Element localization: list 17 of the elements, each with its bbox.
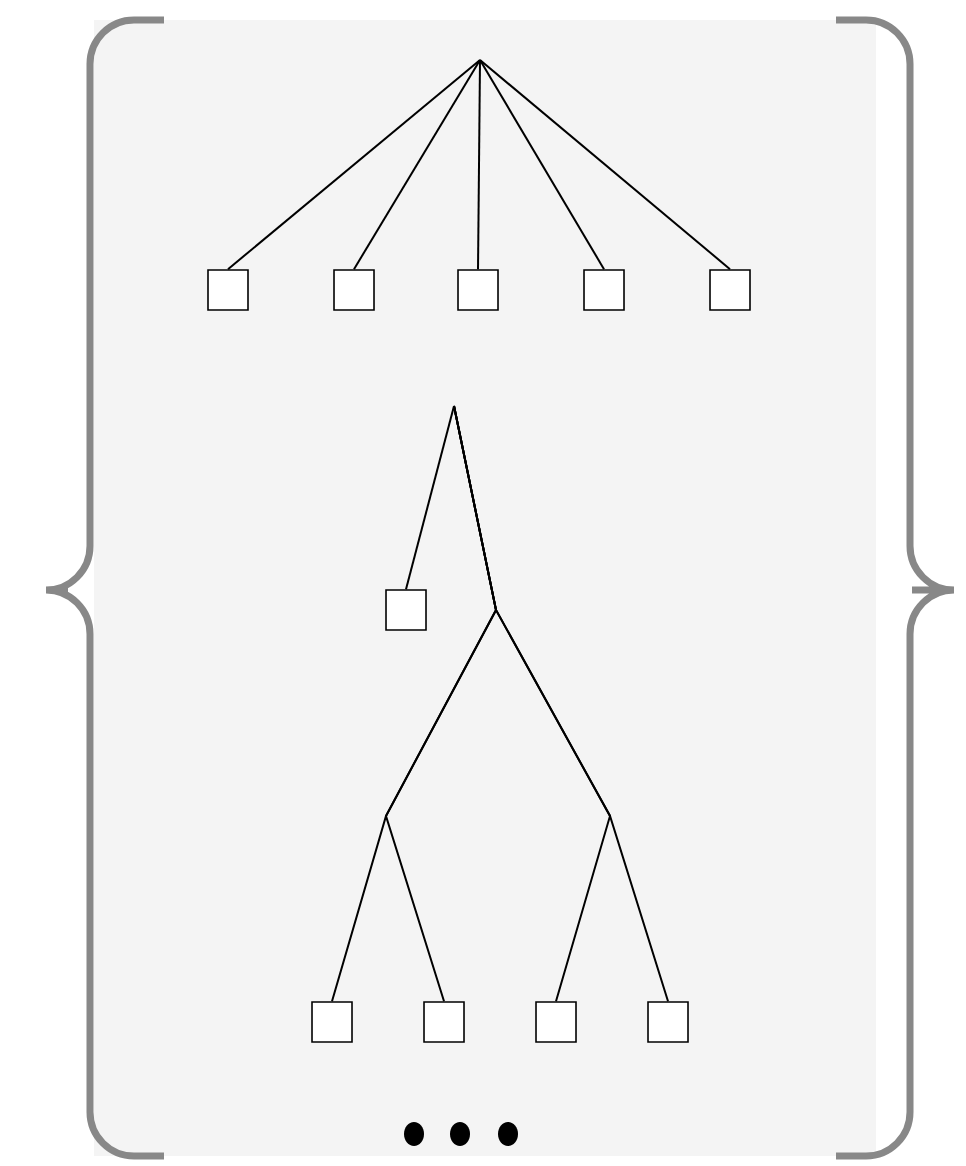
tree-leaf-box: [647, 1001, 689, 1043]
tree-leaf-box: [709, 269, 751, 311]
tree-branch-line: [353, 59, 481, 271]
tree-leaf-box: [457, 269, 499, 311]
tree-leaf-box: [423, 1001, 465, 1043]
tree-branch-line: [405, 405, 455, 591]
tree-branch-line: [453, 405, 669, 1003]
tree-branch-line: [479, 59, 605, 271]
tree-leaf-box: [385, 589, 427, 631]
tree-leaf-box: [583, 269, 625, 311]
tree-leaf-box: [207, 269, 249, 311]
tree-leaf-box: [311, 1001, 353, 1043]
tree-leaf-box: [333, 269, 375, 311]
tree-leaf-box: [535, 1001, 577, 1043]
tree-branch-line: [227, 59, 481, 271]
tree-branch-line: [477, 59, 481, 271]
tree-branch-line: [479, 59, 731, 271]
